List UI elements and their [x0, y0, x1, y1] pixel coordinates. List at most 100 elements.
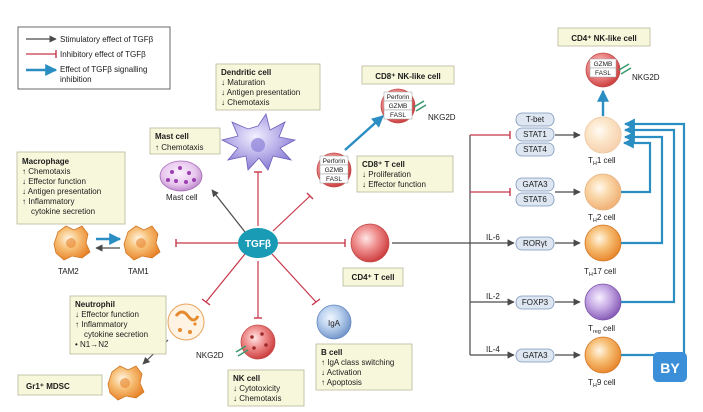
- il4-label: IL-4: [486, 345, 500, 354]
- cd4-nk-title-box: CD4⁺ NK-like cell: [557, 27, 651, 47]
- th17-label: TH17 cell: [584, 267, 616, 278]
- il6-label: IL-6: [486, 233, 500, 242]
- cd4-label: CD4⁺ T cell: [352, 273, 395, 282]
- bcell-line-1: ↑ IgA class switching: [321, 358, 394, 367]
- tam2-cell: [53, 225, 91, 261]
- cd8-nk-mol-1: Perforin: [387, 94, 410, 101]
- cd8-nk-receptor: NKG2D: [428, 113, 456, 122]
- macrophage-line-3: ↓ Antigen presentation: [22, 187, 101, 196]
- th2-cell: [584, 173, 622, 211]
- mast-cell-label: Mast cell: [166, 193, 198, 202]
- watermark-text: BY: [660, 360, 680, 376]
- th17-cell: [584, 224, 622, 262]
- cd8-line-1: ↓ Proliferation: [362, 170, 411, 179]
- bcell-title: B cell: [321, 348, 342, 357]
- nk-cell-graphic: [235, 324, 276, 360]
- mdsc-label: Gr1⁺ MDSC: [26, 382, 70, 391]
- b-cell-ig: IgA: [328, 319, 341, 328]
- cd4-nk-receptor: NKG2D: [632, 73, 660, 82]
- cd8-mol-2: GZMB: [325, 167, 344, 174]
- legend: Stimulatory effect of TGFβ Inhibitory ef…: [17, 26, 171, 90]
- cd8-mol-3: FASL: [326, 176, 342, 183]
- dendritic-title: Dendritic cell: [221, 68, 271, 77]
- th-branches: [392, 131, 581, 359]
- cd8-nk-mol-3: FASL: [390, 112, 406, 119]
- macrophage-line-2: ↓ Effector function: [22, 177, 86, 186]
- cd4-nk-cell: GZMB FASL: [585, 52, 632, 88]
- treg-factor: FOXP3: [515, 295, 555, 310]
- dendritic-cell-box: Dendritic cell ↓ Maturation ↓ Antigen pr…: [215, 63, 321, 111]
- th9-label: TH9 cell: [588, 378, 616, 389]
- treg-factor-label: FOXP3: [522, 298, 549, 307]
- cd8-nk-title: CD8⁺ NK-like cell: [375, 72, 441, 81]
- cd8-t-cell-box: CD8⁺ T cell ↓ Proliferation ↓ Effector f…: [356, 155, 454, 193]
- th9-factor-label: GATA3: [522, 351, 548, 360]
- dendritic-line-1: ↓ Maturation: [221, 78, 265, 87]
- th17-factor: RORγt: [515, 236, 555, 251]
- th1-factors: T-bet STAT1 STAT4: [515, 112, 555, 157]
- th17-factor-label: RORγt: [523, 239, 548, 248]
- neutrophil-title: Neutrophil: [75, 300, 115, 309]
- neutrophil-line-2: ↑ Inflammatory: [75, 320, 127, 329]
- th1-label: TH1 cell: [588, 156, 616, 167]
- cd4-label-box: CD4⁺ T cell: [342, 267, 404, 287]
- legend-signal-text-2: inhibition: [60, 75, 92, 84]
- mast-cell-box: Mast cell ↑ Chemotaxis: [149, 127, 221, 155]
- legend-stim-text: Stimulatory effect of TGFβ: [60, 35, 154, 44]
- dendritic-cell-graphic: [220, 113, 297, 171]
- bcell-line-2: ↓ Activation: [321, 368, 361, 377]
- th2-factors: GATA3 STAT6: [515, 177, 555, 207]
- cd8-nk-title-box: CD8⁺ NK-like cell: [361, 65, 455, 85]
- treg-cell: [584, 283, 622, 321]
- cd8-title: CD8⁺ T cell: [362, 160, 405, 169]
- dendritic-line-2: ↓ Antigen presentation: [221, 88, 300, 97]
- mast-cell-graphic: [159, 160, 203, 192]
- th1-factor-3: STAT4: [523, 145, 547, 154]
- cd4-nk-mol-1: GZMB: [594, 61, 613, 68]
- th9-factor: GATA3: [515, 348, 555, 363]
- neutrophil-line-3: cytokine secretion: [84, 330, 148, 339]
- th1-factor-2: STAT1: [523, 130, 547, 139]
- macrophage-title: Macrophage: [22, 157, 70, 166]
- nk-title: NK cell: [233, 374, 260, 383]
- cd8-line-2: ↓ Effector function: [362, 180, 426, 189]
- tgfb-label: TGFβ: [245, 239, 271, 250]
- cd8-nk-mol-2: GZMB: [389, 103, 408, 110]
- nk-line-2: ↓ Chemotaxis: [233, 394, 281, 403]
- cd8-t-cell: Perforin GZMB FASL: [316, 152, 352, 188]
- macrophage-line-5: cytokine secretion: [31, 207, 95, 216]
- nk-cell-box: NK cell ↓ Cytotoxicity ↓ Chemotaxis: [227, 369, 305, 407]
- il2-label: IL-2: [486, 292, 500, 301]
- th9-cell: [584, 336, 622, 374]
- cd4-nk-title: CD4⁺ NK-like cell: [571, 34, 637, 43]
- nk-line-1: ↓ Cytotoxicity: [233, 384, 280, 393]
- macrophage-line-4: ↑ Inflammatory: [22, 197, 74, 206]
- cd8-mol-1: Perforin: [323, 158, 346, 165]
- tam1-label: TAM1: [128, 267, 149, 276]
- legend-signal-text-1: Effect of TGFβ signalling: [60, 65, 147, 74]
- macrophage-box: Macrophage ↑ Chemotaxis ↓ Effector funct…: [16, 151, 126, 225]
- mast-title: Mast cell: [155, 132, 189, 141]
- cd8-nk-cell: Perforin GZMB FASL: [380, 88, 427, 124]
- mdsc-box: Gr1⁺ MDSC: [17, 374, 103, 396]
- nk-receptor: NKG2D: [196, 351, 224, 360]
- bcell-line-3: ↑ Apoptosis: [321, 378, 362, 387]
- mast-line-1: ↑ Chemotaxis: [155, 143, 203, 152]
- cd4-nk-mol-2: FASL: [595, 70, 611, 77]
- cd4-t-cell: [350, 223, 390, 263]
- th1-cell: [584, 116, 622, 154]
- th1-factor-1: T-bet: [526, 115, 545, 124]
- treg-label: Treg cell: [588, 324, 615, 335]
- tgfb-connectors: [95, 115, 384, 365]
- neutrophil-line-4: • N1→N2: [75, 340, 109, 349]
- neutrophil-box: Neutrophil ↓ Effector function ↑ Inflamm…: [69, 295, 167, 355]
- tam1-cell: [123, 225, 161, 261]
- neutrophil-line-1: ↓ Effector function: [75, 310, 139, 319]
- b-cell-graphic: IgA: [316, 304, 352, 340]
- dendritic-line-3: ↓ Chemotaxis: [221, 98, 269, 107]
- th2-label: TH2 cell: [588, 213, 616, 224]
- signal-feedback: [597, 89, 686, 357]
- mdsc-cell: [107, 365, 145, 401]
- th2-factor-1: GATA3: [522, 180, 548, 189]
